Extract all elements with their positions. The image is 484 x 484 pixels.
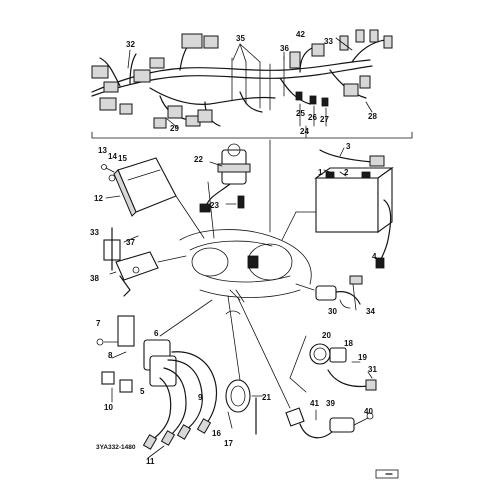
connector-block [197,109,213,123]
connector-block [181,33,203,49]
callout-18: 18 [344,339,353,348]
callout-14: 14 [108,152,117,161]
callout-40: 40 [364,407,373,416]
callout-5: 5 [140,387,145,396]
frame-outline [179,229,312,303]
connector-block [289,51,301,69]
callout-labels: 32 35 36 42 33 28 29 25 26 27 24 13 14 1… [90,30,377,466]
callout-21: 21 [262,393,271,402]
connector-block [369,29,379,43]
relay-bracket [103,227,159,297]
connector-block [133,69,151,83]
callout-28: 28 [368,112,377,121]
connector-block [103,81,119,93]
callout-31: 31 [368,365,377,374]
connector-block [91,65,109,79]
switch-assembly [285,407,374,439]
leader-lines [157,139,317,409]
callout-36: 36 [280,44,289,53]
part-code: 3YA332-1480 [96,444,136,451]
connector-block [167,105,183,119]
connector-block [311,43,325,57]
horn-assembly [225,379,263,435]
fuse [309,95,317,105]
callout-42: 42 [296,30,305,39]
connector-block [119,103,133,115]
connector-block [203,35,219,49]
callout-23: 23 [210,201,219,210]
callout-30: 30 [328,307,337,316]
callout-15: 15 [118,154,127,163]
callout-2: 2 [344,168,349,177]
cdi-unit [101,157,177,217]
callout-27: 27 [320,115,329,124]
callout-33: 33 [324,37,333,46]
connector-block [153,117,167,129]
callout-26: 26 [308,113,317,122]
callout-6: 6 [154,329,159,338]
callout-20: 20 [322,331,331,340]
connector-block [355,29,365,43]
connector-block [99,97,117,111]
plug-cap [101,371,115,385]
callout-35: 35 [236,34,245,43]
ignition-coil [199,143,251,213]
callout-33b: 33 [90,228,99,237]
callout-19: 19 [358,353,367,362]
callout-29: 29 [170,124,179,133]
sensor-assembly [315,275,363,311]
callout-39: 39 [326,399,335,408]
wire-harness-assembly [91,29,413,139]
fuse [295,91,303,101]
callout-34: 34 [366,307,375,316]
callout-22: 22 [194,155,203,164]
connector-block [359,75,371,89]
callout-9: 9 [198,393,203,402]
battery [314,147,394,269]
callout-25: 25 [296,109,305,118]
connector-block [343,83,359,97]
connector-block [149,57,165,69]
callout-17: 17 [224,439,233,448]
ignition-coil-leads [96,315,218,459]
callout-37: 37 [126,238,135,247]
callout-7: 7 [96,319,101,328]
callout-24: 24 [300,127,309,136]
callout-13: 13 [98,146,107,155]
callout-11: 11 [146,457,155,466]
callout-4: 4 [372,252,377,261]
callout-38: 38 [90,274,99,283]
plug-cap [119,379,133,393]
connector-block [339,35,349,51]
fuse [321,97,329,107]
callout-3: 3 [346,142,351,151]
callout-12: 12 [94,194,103,203]
callout-8: 8 [108,351,113,360]
connector-block [383,35,393,49]
callout-16: 16 [212,429,221,438]
callout-32: 32 [126,40,135,49]
flasher-assembly [309,343,377,391]
corner-mark [375,469,399,479]
callout-1: 1 [318,168,323,177]
callout-41: 41 [310,399,319,408]
callout-10: 10 [104,403,113,412]
